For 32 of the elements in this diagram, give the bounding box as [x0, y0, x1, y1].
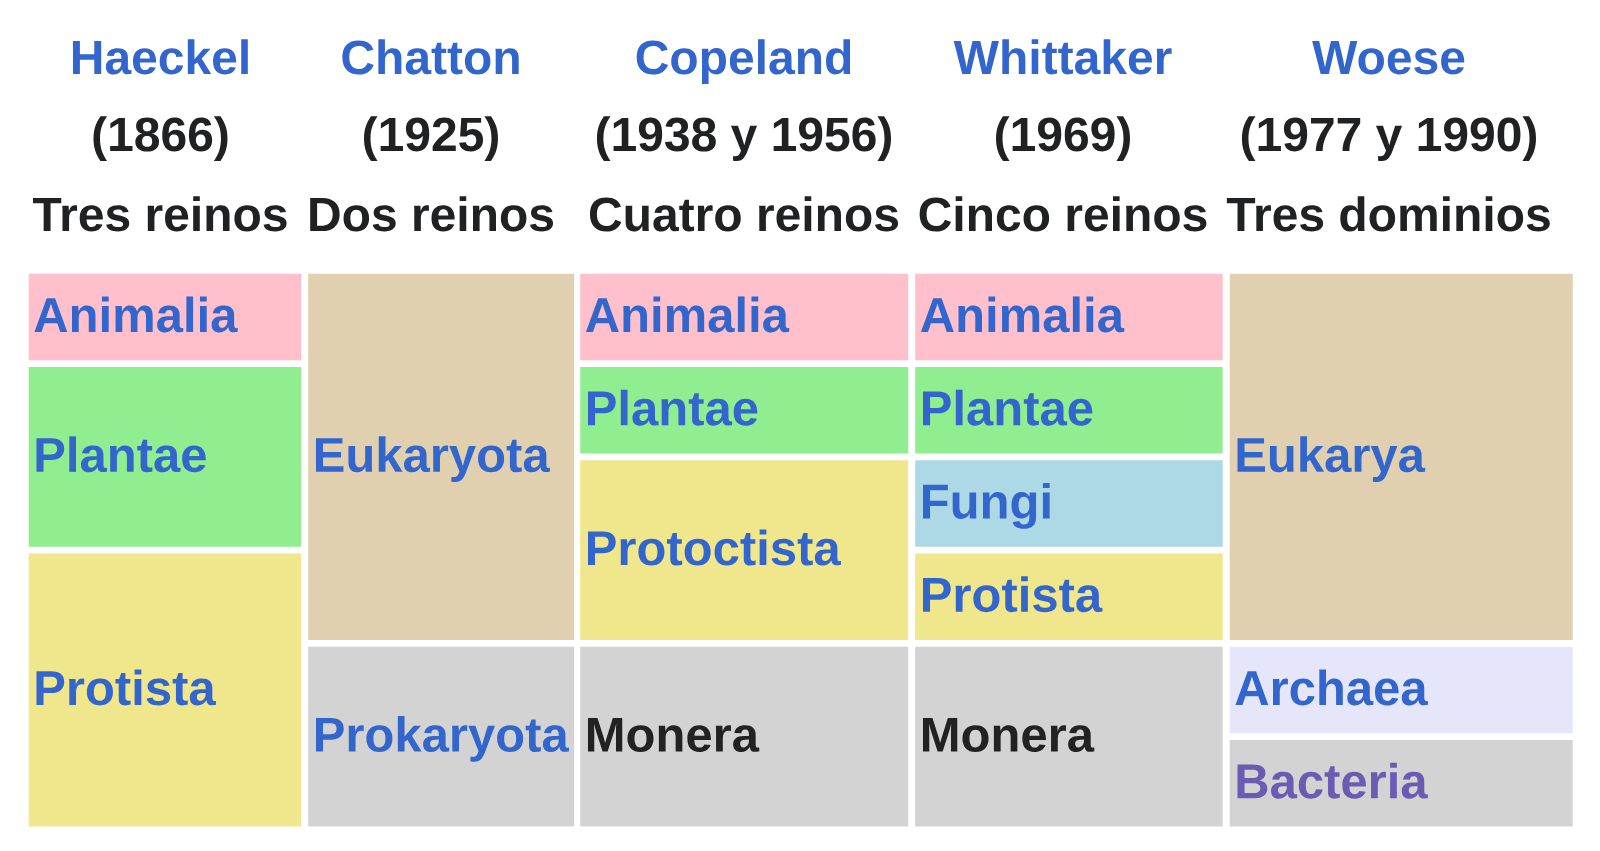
year-label: (1977 y 1990)	[1241, 116, 1536, 161]
system-name: Tres reinos	[32, 196, 287, 232]
taxon-cell: Monera	[580, 646, 909, 827]
author-name: Copeland	[636, 39, 851, 84]
taxon-cell: Protista	[915, 553, 1223, 640]
taxon-cell: Eukarya	[1229, 273, 1573, 640]
taxon-cell: Plantae	[580, 366, 909, 454]
taxon-cell: Fungi	[915, 460, 1223, 547]
taxon-cell: Eukaryota	[308, 273, 575, 640]
system-name: Tres dominios	[1226, 196, 1550, 232]
taxon-cell: Monera	[915, 646, 1223, 827]
taxon-cell: Animalia	[915, 273, 1223, 361]
taxon-cell: Protoctista	[580, 460, 909, 640]
author-name: Haeckel	[73, 39, 248, 75]
taxon-cell: Bacteria	[1229, 739, 1573, 827]
author-name: Whittaker	[953, 39, 1172, 75]
taxon-cell: Plantae	[28, 366, 302, 547]
author-name: Chatton	[342, 39, 519, 75]
taxon-cell: Archaea	[1229, 646, 1573, 734]
taxon-cell: Animalia	[580, 273, 909, 361]
taxon-cell: Prokaryota	[308, 646, 575, 827]
system-name: Cinco reinos	[919, 196, 1207, 232]
taxon-cell: Plantae	[915, 366, 1223, 454]
taxon-cell: Animalia	[28, 273, 302, 361]
author-name: Woese	[1312, 40, 1465, 75]
year-label: (1938 y 1956)	[596, 116, 891, 161]
system-name: Dos reinos	[310, 196, 554, 232]
taxon-cell: Protista	[28, 553, 302, 827]
system-name: Cuatro reinos	[589, 196, 899, 232]
year-label: (1866)	[93, 116, 228, 161]
year-label: (1969)	[996, 116, 1130, 161]
year-label: (1925)	[364, 116, 498, 161]
